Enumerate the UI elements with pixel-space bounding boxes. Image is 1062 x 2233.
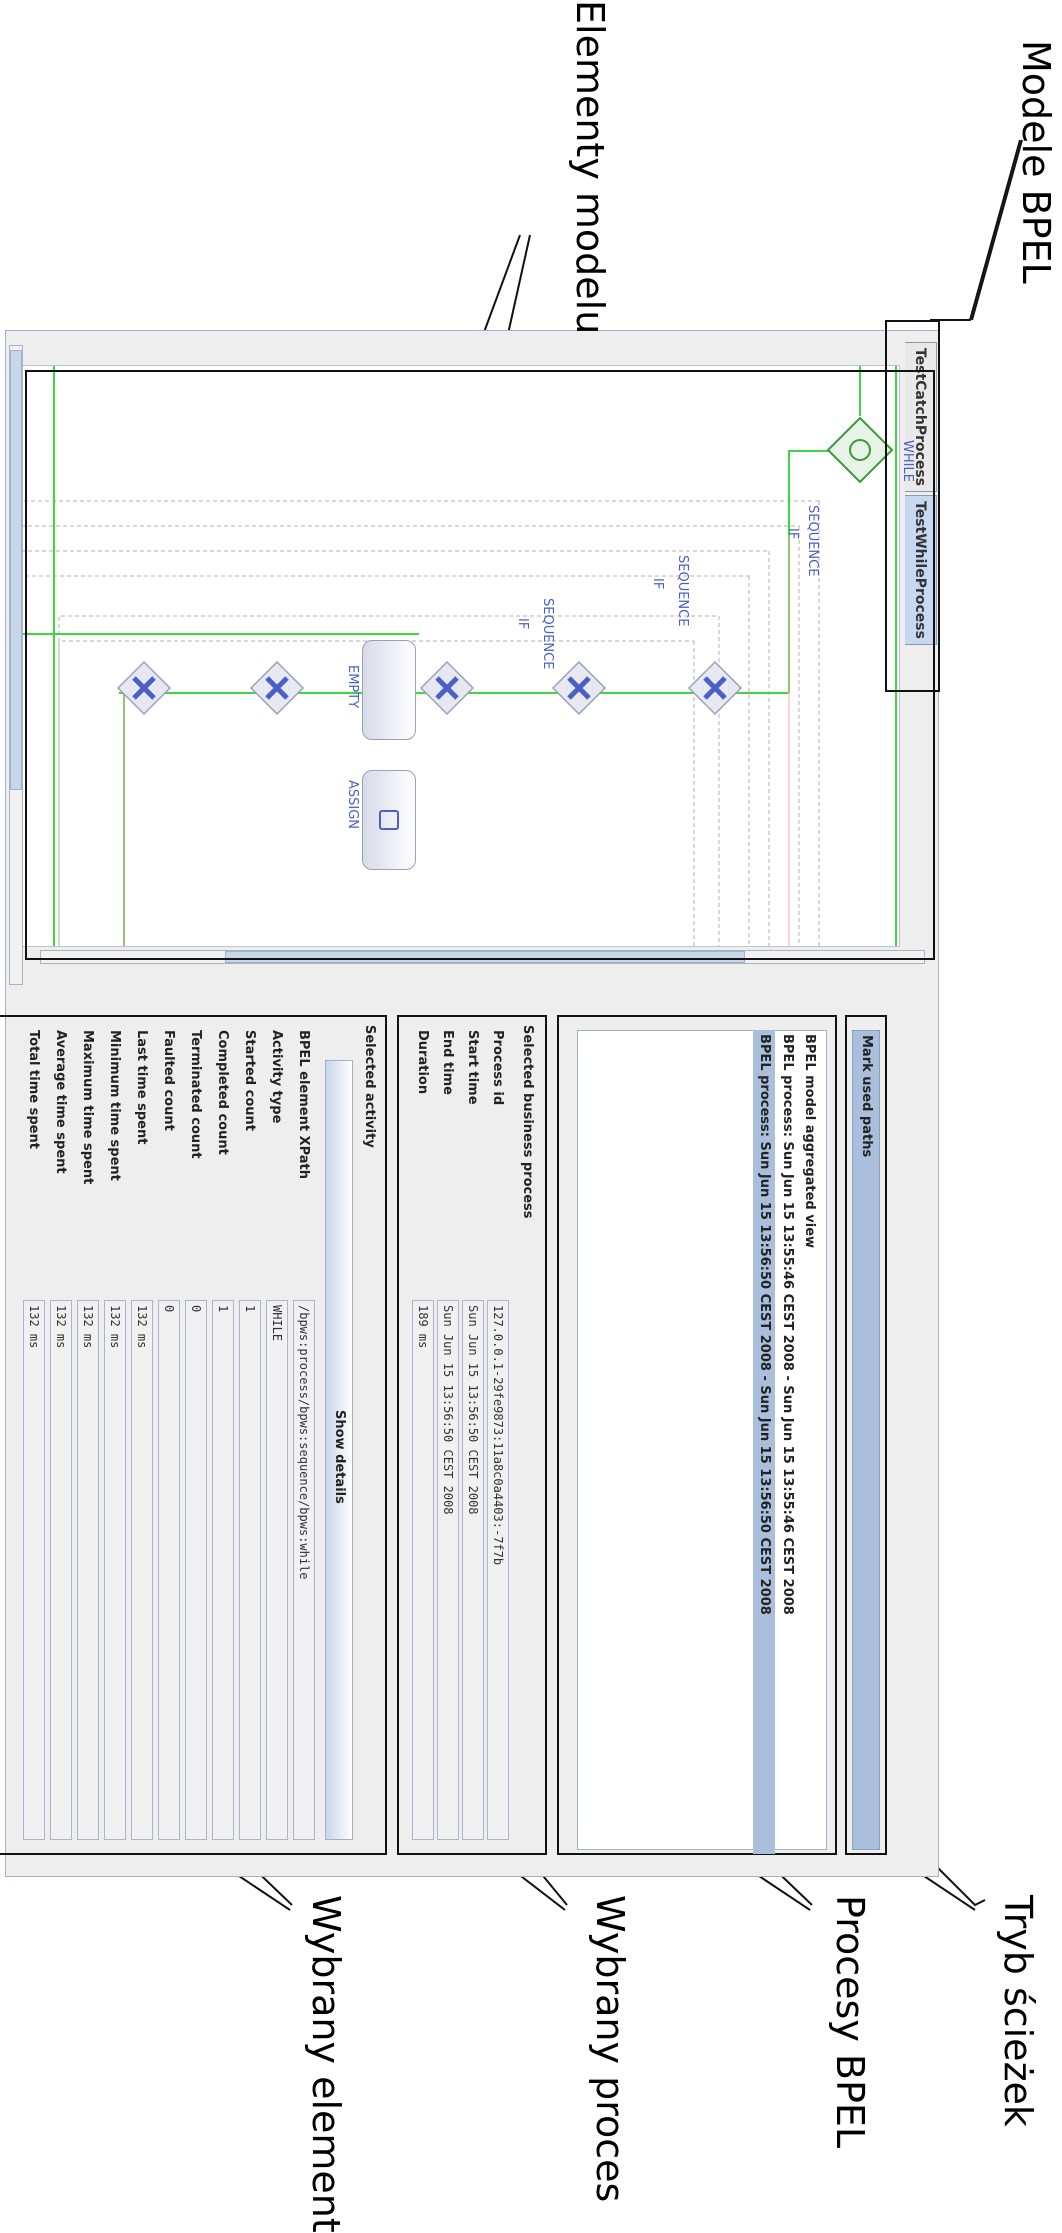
gateway-node-4[interactable] bbox=[249, 660, 305, 716]
activity-row-label: Faulted count bbox=[161, 1030, 176, 1131]
show-details-label: Show details bbox=[332, 1410, 347, 1504]
rotated-application-view: TestCatchProcess TestWhileProcess bbox=[0, 320, 940, 1877]
gateway-node-3[interactable] bbox=[419, 660, 475, 716]
activity-row-label: Started count bbox=[242, 1030, 257, 1131]
selected-process-title: Selected business process bbox=[520, 1025, 535, 1219]
activity-row-label: Last time spent bbox=[134, 1030, 149, 1145]
annotation-tryb-sciezek: Tryb ścieżek bbox=[996, 1895, 1040, 2127]
gateway-node-2[interactable] bbox=[551, 660, 607, 716]
annotation-modele-bpel: Modele BPEL bbox=[1014, 40, 1058, 284]
annotation-wybrany-element: Wybrany element bbox=[304, 1895, 348, 2233]
activity-row-value: 132 ms bbox=[23, 1300, 45, 1840]
activity-row-value: 132 ms bbox=[77, 1300, 99, 1840]
process-id-value: 127.0.0.1-29fe9873:11a8c0a4403:-7f7b bbox=[487, 1300, 509, 1840]
start-time-value: Sun Jun 15 13:56:50 CEST 2008 bbox=[462, 1300, 484, 1840]
activity-row-value: 132 ms bbox=[104, 1300, 126, 1840]
activity-row-value: /bpws:process/bpws:sequence/bpws:while bbox=[293, 1300, 315, 1840]
annotation-wybrany-proces: Wybrany proces bbox=[588, 1895, 632, 2203]
vertical-scrollbar-thumb[interactable] bbox=[10, 350, 22, 790]
panel-model-elements bbox=[25, 370, 935, 960]
activity-row-label: BPEL element XPath bbox=[296, 1030, 311, 1180]
activity-row-value: 132 ms bbox=[131, 1300, 153, 1840]
process-id-label: Process id bbox=[490, 1030, 505, 1106]
annotation-elementy-modelu: Elementy modelu bbox=[568, 0, 612, 335]
activity-row-label: Total time spent bbox=[26, 1030, 41, 1149]
end-time-value: Sun Jun 15 13:56:50 CEST 2008 bbox=[437, 1300, 459, 1840]
panel-model-tabs bbox=[885, 320, 940, 692]
activity-row-label: Terminated count bbox=[188, 1030, 203, 1159]
while-node[interactable] bbox=[825, 415, 895, 485]
activity-row-value: WHILE bbox=[266, 1300, 288, 1840]
activity-row-label: Average time spent bbox=[53, 1030, 68, 1174]
gateway-node-1[interactable] bbox=[687, 660, 743, 716]
process-list-item-1[interactable]: BPEL process: Sun Jun 15 13:55:46 CEST 2… bbox=[780, 1034, 795, 1615]
activity-row-label: Completed count bbox=[215, 1030, 230, 1155]
end-time-label: End time bbox=[440, 1030, 455, 1095]
start-time-label: Start time bbox=[465, 1030, 480, 1105]
activity-row-label: Minimum time spent bbox=[107, 1030, 122, 1181]
gateway-node-5[interactable] bbox=[116, 660, 172, 716]
activity-row-label: Maximum time spent bbox=[80, 1030, 95, 1185]
mark-used-paths-label: Mark used paths bbox=[859, 1035, 874, 1158]
process-list-item-aggregated[interactable]: BPEL model aggregated view bbox=[802, 1034, 817, 1249]
activity-row-value: 0 bbox=[158, 1300, 180, 1840]
activity-row-value: 0 bbox=[185, 1300, 207, 1840]
duration-value: 189 ms bbox=[412, 1300, 434, 1840]
activity-row-label: Activity type bbox=[269, 1030, 284, 1124]
process-list-item-2[interactable]: BPEL process: Sun Jun 15 13:56:50 CEST 2… bbox=[753, 1030, 775, 1854]
duration-label: Duration bbox=[415, 1030, 430, 1095]
activity-row-value: 132 ms bbox=[50, 1300, 72, 1840]
annotation-procesy-bpel: Procesy BPEL bbox=[828, 1895, 872, 2149]
selected-activity-title: Selected activity bbox=[362, 1025, 377, 1148]
activity-row-value: 1 bbox=[239, 1300, 261, 1840]
activity-row-value: 1 bbox=[212, 1300, 234, 1840]
